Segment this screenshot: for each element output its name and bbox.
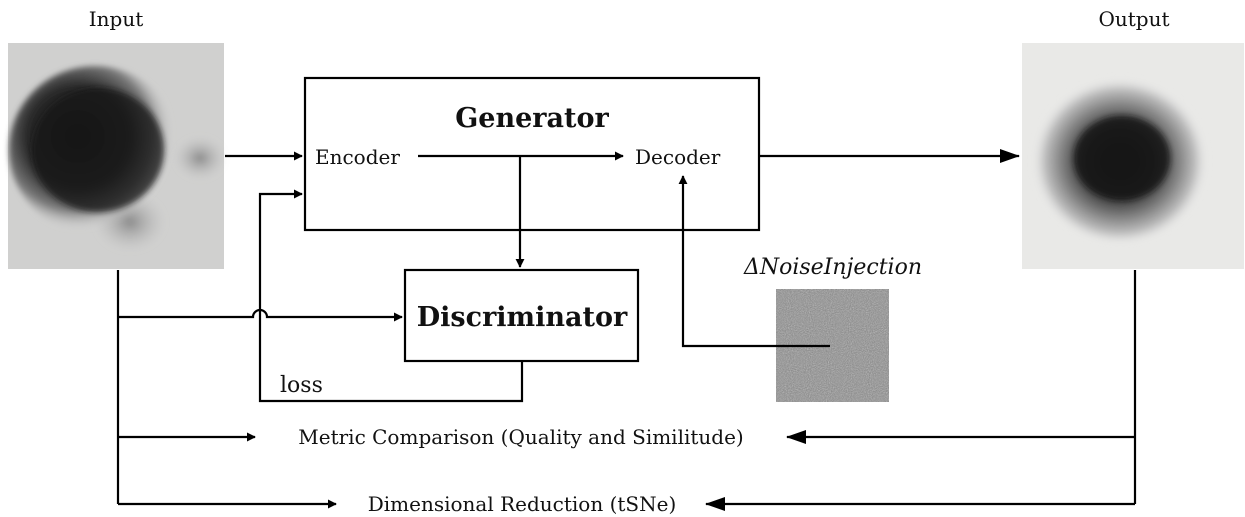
input-label: Input — [89, 7, 144, 31]
encoder-label: Encoder — [315, 145, 400, 169]
arrow-noise-to-decoder — [678, 175, 830, 348]
noise-injection-label: ΔNoiseInjection — [743, 255, 922, 280]
metric-comparison-label: Metric Comparison (Quality and Similitud… — [298, 425, 743, 449]
connectors — [116, 149, 1137, 511]
loss-feedback-path — [258, 189, 524, 403]
dimensional-reduction-label: Dimensional Reduction (tSNe) — [368, 492, 677, 516]
output-label: Output — [1098, 7, 1169, 31]
output-cell-image — [1022, 43, 1244, 269]
generator-title: Generator — [455, 103, 609, 134]
discriminator-label: Discriminator — [417, 302, 628, 333]
discriminator-box — [403, 268, 640, 363]
decoder-label: Decoder — [635, 145, 721, 169]
input-cell-image — [8, 43, 226, 269]
loss-label: loss — [280, 373, 323, 398]
